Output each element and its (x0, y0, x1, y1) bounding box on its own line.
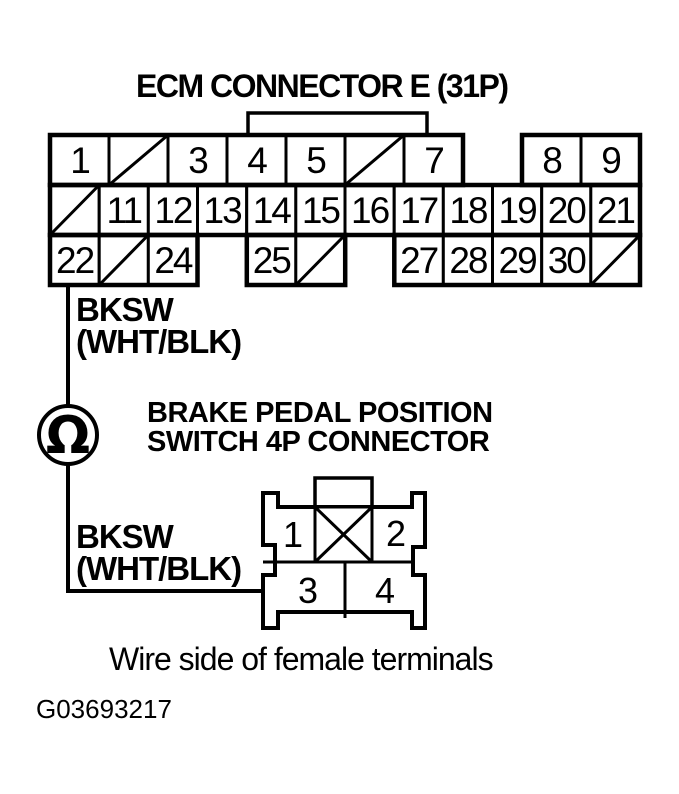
ecm-block-outline (244, 232, 348, 288)
bpp-pin-numbers: 1 2 3 4 (283, 513, 406, 611)
ecm-pin-cell (294, 183, 347, 237)
bpp-pin-number: 2 (386, 513, 406, 554)
ecm-keying-tab (246, 111, 429, 138)
ecm-pin-number: 25 (253, 240, 292, 281)
ecm-crossed-diagonal (589, 233, 642, 287)
bpp-keying-tab (313, 476, 374, 509)
bksw-color-label: (WHT/BLK) (76, 550, 242, 587)
figure-id: G03693217 (36, 694, 172, 724)
bpp-pin-number: 1 (283, 514, 303, 555)
ecm-pin-number: 30 (548, 240, 587, 281)
omega-icon: Ω (46, 406, 90, 466)
ecm-pin-number: 9 (601, 140, 620, 181)
ecm-crossed-diagonal (98, 233, 150, 287)
ecm-pin-number: 12 (154, 190, 192, 231)
ecm-pin-cell (48, 133, 111, 187)
bksw-signal-label: BKSW (76, 518, 174, 555)
ecm-pin-number: 19 (499, 190, 537, 231)
ecm-pin-number: 20 (548, 190, 587, 231)
ecm-pin-number: 11 (106, 190, 141, 231)
resistance-symbol-circle (37, 404, 99, 466)
ecm-pin-number: 4 (247, 140, 267, 181)
ecm-pin-number: 22 (56, 240, 94, 281)
ecm-pin-number: 1 (70, 140, 89, 181)
ecm-pin-number: 3 (188, 140, 207, 181)
bksw-signal-label: BKSW (76, 291, 174, 328)
ecm-pin-number: 8 (542, 140, 561, 181)
ecm-pin-number: 28 (449, 240, 487, 281)
ecm-pin-number: 14 (253, 190, 292, 231)
ecm-pin-number: 21 (597, 190, 635, 231)
ecm-pin-cell (540, 233, 593, 287)
ecm-crossed-diagonal (48, 183, 101, 237)
bpp-title-line1: BRAKE PEDAL POSITION (147, 397, 493, 429)
ecm-pin-number: 24 (154, 240, 193, 281)
bksw-label-upper: BKSW (WHT/BLK) (76, 291, 242, 360)
ecm-pin-number: 16 (351, 190, 389, 231)
ecm-block-outline (392, 232, 643, 288)
ecm-connector-title: ECM CONNECTOR E (31P) (136, 68, 509, 104)
bpp-switch-title: BRAKE PEDAL POSITION SWITCH 4P CONNECTOR (147, 399, 493, 457)
caption-wire-side: Wire side of female terminals (109, 641, 494, 677)
ecm-crossed-diagonal (294, 233, 347, 287)
wire-bksw-lower (66, 464, 263, 593)
bpp-title-line2: SWITCH 4P CONNECTOR (147, 426, 490, 458)
ecm-crossed-diagonal (108, 133, 169, 187)
ecm-crossed-diagonal (344, 133, 405, 187)
ecm-pin-number: 15 (302, 190, 341, 231)
ecm-pin-number: 27 (400, 240, 438, 281)
ecm-pin-number: 5 (306, 140, 326, 181)
bksw-label-lower: BKSW (WHT/BLK) (76, 518, 242, 587)
ecm-grid-outline (47, 132, 643, 288)
ecm-pin-number: 18 (449, 190, 487, 231)
ecm-pin-number: 29 (499, 240, 537, 281)
bpp-crossed-diagonal (313, 505, 374, 564)
bpp-pin-number: 4 (375, 570, 395, 611)
bpp-pin-number: 3 (298, 570, 318, 611)
ecm-block-outline (47, 232, 200, 288)
ecm-pin-number: 7 (424, 140, 443, 181)
bksw-color-label: (WHT/BLK) (76, 323, 242, 360)
ecm-pin-number: 13 (204, 190, 242, 231)
ecm-pin-number: 17 (400, 190, 438, 231)
